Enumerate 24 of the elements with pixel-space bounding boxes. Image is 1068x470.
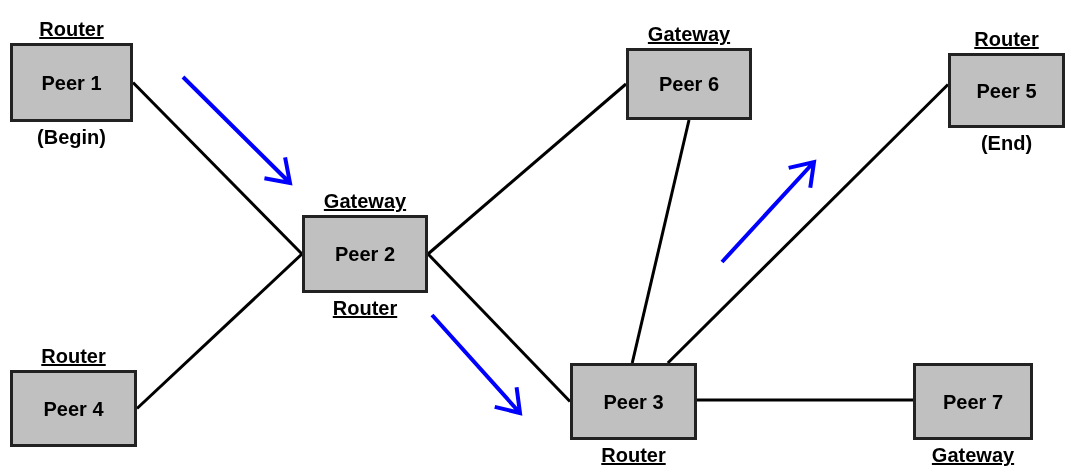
peer-box: Peer 3	[570, 363, 697, 440]
role-label: Router	[601, 443, 666, 467]
peer-box: Peer 7	[913, 363, 1033, 440]
role-label: Router	[41, 344, 106, 368]
connector-line	[697, 398, 913, 402]
connector-line	[427, 82, 627, 256]
peer-box: Peer 6	[626, 48, 752, 120]
peer-box: Peer 1	[10, 43, 133, 122]
role-label: Router	[39, 17, 104, 41]
connector-line	[131, 81, 304, 256]
connector-line	[426, 252, 572, 403]
peer-box: Peer 5	[948, 53, 1065, 128]
connector-line	[135, 252, 304, 410]
role-label: Router	[332, 296, 398, 320]
role-label: Router	[974, 27, 1039, 51]
connector-line	[666, 83, 950, 365]
endpoint-note: (End)	[980, 131, 1033, 155]
peer-box: Peer 4	[10, 370, 137, 447]
role-label: Gateway	[323, 189, 407, 213]
endpoint-note: (Begin)	[37, 125, 106, 149]
connector-line	[630, 119, 691, 364]
role-label: Gateway	[931, 443, 1015, 467]
peer-box: Peer 2	[302, 215, 428, 293]
role-label: Gateway	[647, 22, 731, 46]
